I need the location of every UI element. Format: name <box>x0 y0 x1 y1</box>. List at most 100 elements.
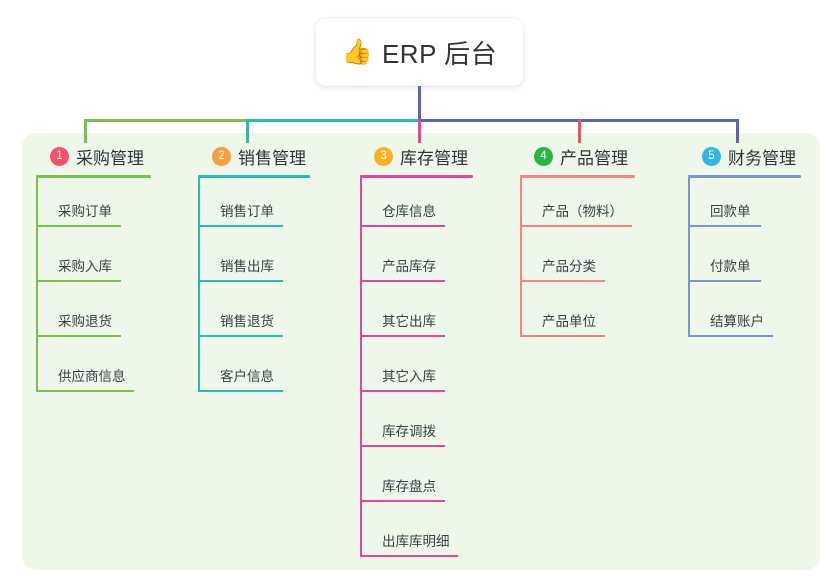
leaf-label: 其它出库 <box>382 314 436 329</box>
leaf-node[interactable]: 客户信息 <box>198 343 310 398</box>
leaf-rule <box>360 500 445 502</box>
column-header-rule <box>198 175 310 178</box>
leaf-rule <box>360 390 445 392</box>
column-title: 采购管理 <box>76 148 144 168</box>
leaf-node[interactable]: 库存盘点 <box>360 453 473 508</box>
leaf-label: 采购退货 <box>58 314 112 329</box>
leaf-node[interactable]: 库存调拨 <box>360 398 473 453</box>
leaf-rule <box>520 335 605 337</box>
leaf-node[interactable]: 出库库明细 <box>360 508 473 563</box>
column-3: 3 库存管理仓库信息产品库存其它出库其它入库库存调拨库存盘点出库库明细 <box>360 143 473 563</box>
bus-teal <box>246 119 418 122</box>
leaf-label: 采购订单 <box>58 204 112 219</box>
root-node[interactable]: 👍 ERP 后台 <box>316 18 523 86</box>
leaf-rule <box>198 225 283 227</box>
leaf-node[interactable]: 回款单 <box>688 178 801 233</box>
diagram-panel <box>22 133 820 570</box>
column-items: 销售订单销售出库销售退货客户信息 <box>198 178 310 398</box>
leaf-label: 库存调拨 <box>382 424 436 439</box>
root-title: ERP 后台 <box>381 38 498 69</box>
leaf-rule <box>688 335 773 337</box>
column-title: 产品管理 <box>560 148 628 168</box>
drop-col-4 <box>578 119 581 143</box>
leaf-rule <box>360 280 445 282</box>
column-items: 采购订单采购入库采购退货供应商信息 <box>36 178 151 398</box>
leaf-node[interactable]: 产品分类 <box>520 233 635 288</box>
column-1: 1 采购管理采购订单采购入库采购退货供应商信息 <box>36 143 151 398</box>
thumbs-up-icon: 👍 <box>341 37 373 66</box>
drop-col-2 <box>246 119 249 143</box>
column-badge-3: 3 <box>374 146 393 166</box>
drop-col-3 <box>418 119 421 143</box>
leaf-rule <box>360 335 445 337</box>
leaf-rule <box>360 445 445 447</box>
column-header-rule <box>520 175 635 178</box>
column-items: 仓库信息产品库存其它出库其它入库库存调拨库存盘点出库库明细 <box>360 178 473 563</box>
leaf-rule <box>688 225 761 227</box>
leaf-node[interactable]: 产品（物料） <box>520 178 635 233</box>
bus-green <box>84 119 246 122</box>
column-header-3[interactable]: 3 库存管理 <box>360 143 473 169</box>
leaf-label: 库存盘点 <box>382 479 436 494</box>
column-badge-5: 5 <box>702 146 721 166</box>
leaf-label: 销售出库 <box>220 259 274 274</box>
leaf-node[interactable]: 其它入库 <box>360 343 473 398</box>
leaf-node[interactable]: 其它出库 <box>360 288 473 343</box>
leaf-node[interactable]: 付款单 <box>688 233 801 288</box>
leaf-node[interactable]: 销售出库 <box>198 233 310 288</box>
leaf-rule <box>360 555 458 557</box>
leaf-label: 付款单 <box>710 259 751 274</box>
column-spine <box>688 178 690 337</box>
column-header-rule <box>360 175 473 178</box>
column-title: 库存管理 <box>400 148 468 168</box>
leaf-rule <box>688 280 761 282</box>
column-header-1[interactable]: 1 采购管理 <box>36 143 151 169</box>
leaf-rule <box>198 335 283 337</box>
column-title: 销售管理 <box>238 148 306 168</box>
drop-col-1 <box>84 119 87 143</box>
leaf-rule <box>36 390 134 392</box>
column-items: 回款单付款单结算账户 <box>688 178 801 343</box>
leaf-label: 产品库存 <box>382 259 436 274</box>
column-header-rule <box>36 175 151 178</box>
leaf-rule <box>36 335 121 337</box>
leaf-rule <box>36 225 121 227</box>
leaf-label: 其它入库 <box>382 369 436 384</box>
leaf-node[interactable]: 产品单位 <box>520 288 635 343</box>
leaf-label: 出库库明细 <box>382 534 450 549</box>
leaf-label: 客户信息 <box>220 369 274 384</box>
leaf-label: 销售订单 <box>220 204 274 219</box>
leaf-node[interactable]: 结算账户 <box>688 288 801 343</box>
leaf-node[interactable]: 采购入库 <box>36 233 151 288</box>
leaf-node[interactable]: 仓库信息 <box>360 178 473 233</box>
leaf-node[interactable]: 采购退货 <box>36 288 151 343</box>
leaf-rule <box>198 280 283 282</box>
leaf-label: 仓库信息 <box>382 204 436 219</box>
leaf-node[interactable]: 销售退货 <box>198 288 310 343</box>
column-badge-1: 1 <box>50 146 69 166</box>
leaf-node[interactable]: 采购订单 <box>36 178 151 233</box>
leaf-node[interactable]: 产品库存 <box>360 233 473 288</box>
leaf-label: 产品分类 <box>542 259 596 274</box>
column-header-rule <box>688 175 801 178</box>
column-items: 产品（物料） 产品分类产品单位 <box>520 178 635 343</box>
leaf-rule <box>520 225 632 227</box>
column-spine <box>520 178 522 337</box>
leaf-label: 采购入库 <box>58 259 112 274</box>
leaf-label: 回款单 <box>710 204 751 219</box>
leaf-node[interactable]: 供应商信息 <box>36 343 151 398</box>
leaf-node[interactable]: 销售订单 <box>198 178 310 233</box>
column-spine <box>36 178 38 392</box>
leaf-rule <box>36 280 121 282</box>
leaf-label: 结算账户 <box>710 314 764 329</box>
leaf-label: 产品（物料） <box>542 204 623 219</box>
drop-col-5 <box>736 119 739 143</box>
leaf-label: 产品单位 <box>542 314 596 329</box>
leaf-rule <box>198 390 283 392</box>
